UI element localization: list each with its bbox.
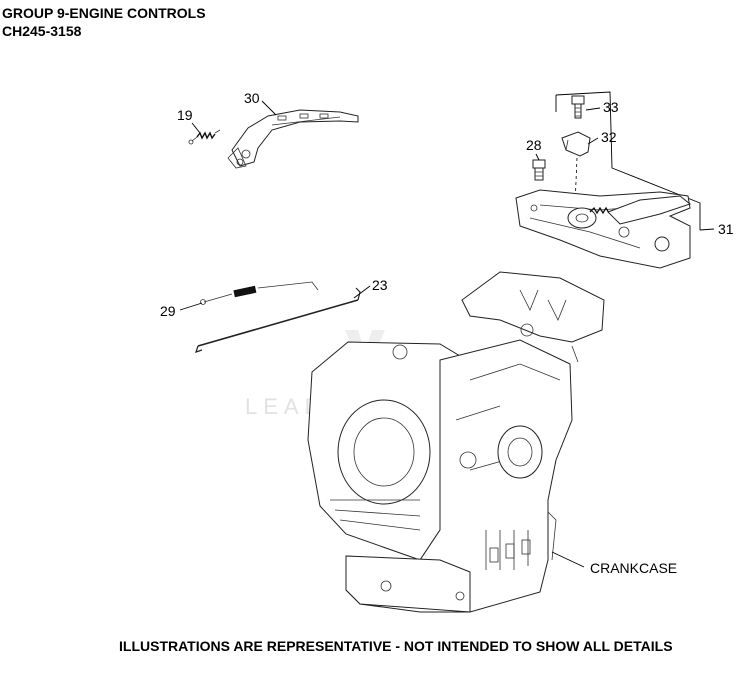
part-33-screw[interactable]: [571, 95, 585, 119]
part-29-governor-spring[interactable]: [200, 281, 319, 305]
callout-30: 30: [244, 90, 260, 106]
footer-disclaimer: ILLUSTRATIONS ARE REPRESENTATIVE - NOT I…: [119, 638, 673, 654]
model-number: CH245-3158: [2, 23, 82, 39]
part-crankcase[interactable]: [307, 271, 605, 613]
part-19-spring[interactable]: [188, 129, 221, 145]
callout-32: 32: [601, 129, 617, 145]
callout-28: 28: [526, 137, 542, 153]
callout-23: 23: [372, 277, 388, 293]
page-title: GROUP 9-ENGINE CONTROLS: [2, 5, 206, 21]
assembly-31-bracket-line: [555, 91, 701, 230]
callout-19: 19: [177, 107, 193, 123]
part-28-nut[interactable]: [532, 159, 546, 181]
part-30-control-lever[interactable]: [227, 109, 359, 169]
callout-crankcase: CRANKCASE: [590, 560, 677, 576]
callout-33: 33: [603, 99, 619, 115]
callout-29: 29: [160, 303, 176, 319]
part-31-control-assembly[interactable]: [515, 189, 692, 269]
part-32-clamp[interactable]: [561, 131, 591, 157]
part-23-governor-rod[interactable]: [195, 287, 361, 353]
callout-31: 31: [718, 221, 734, 237]
